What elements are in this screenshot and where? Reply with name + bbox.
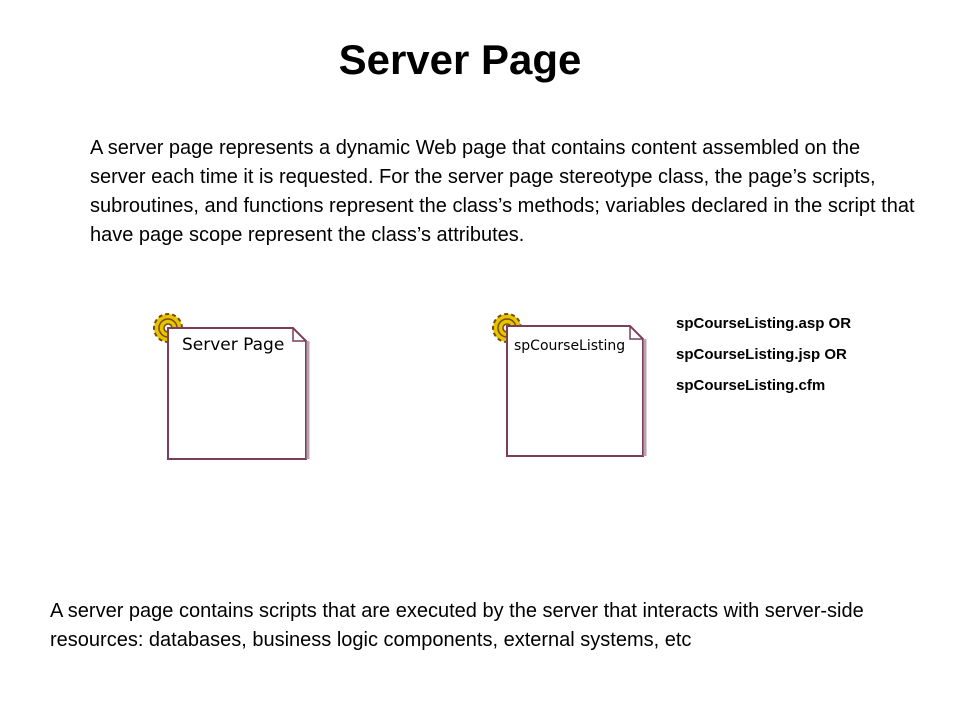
server-page-icon-generic: Server Page [153, 313, 310, 460]
bottom-paragraph: A server page contains scripts that are … [50, 600, 864, 651]
server-page-icon-label: spCourseListing [514, 338, 625, 354]
intro-paragraph: A server page represents a dynamic Web p… [90, 137, 915, 246]
file-name-jsp: spCourseListing.jsp OR [676, 346, 847, 363]
slide-title: Server Page [338, 36, 582, 83]
server-page-icon-label: Server Page [182, 335, 284, 355]
page-shape [506, 325, 644, 457]
file-name-asp: spCourseListing.asp OR [676, 315, 852, 332]
file-name-cfm: spCourseListing.cfm [676, 377, 826, 394]
page-shape [167, 327, 307, 460]
file-name-list: spCourseListing.asp OR spCourseListing.j… [676, 314, 851, 407]
server-page-icon-example: spCourseListing [492, 313, 647, 457]
